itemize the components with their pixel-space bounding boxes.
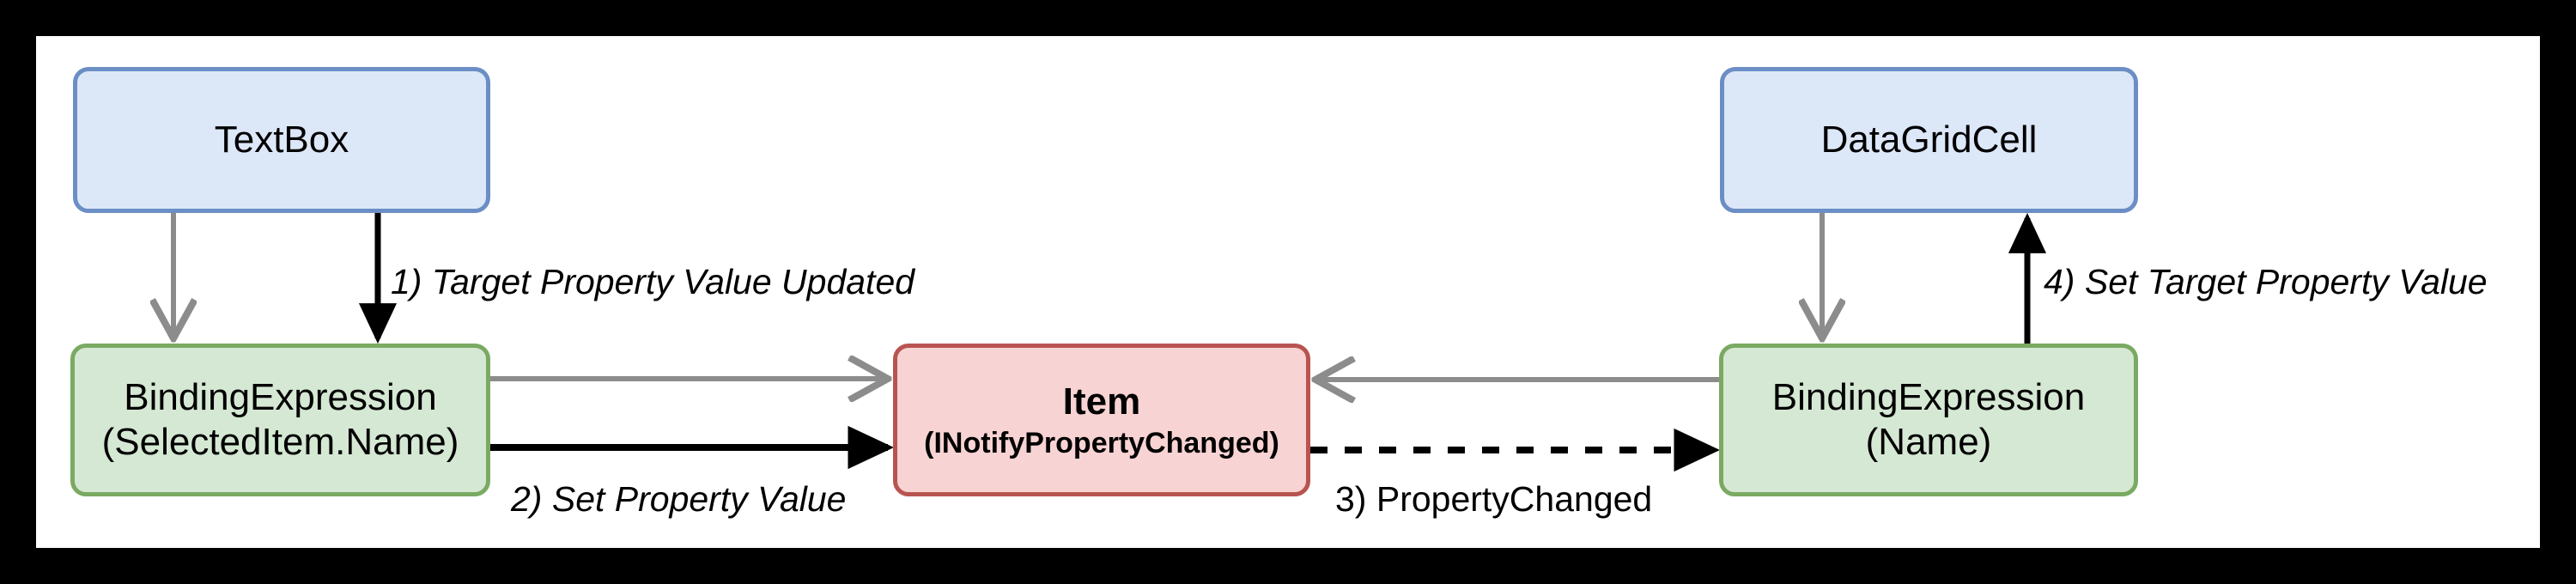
- node-binding-expression-right-label: BindingExpression: [1771, 376, 2086, 419]
- edge-label-step-1: 1) Target Property Value Updated: [391, 262, 915, 301]
- node-textbox-label: TextBox: [214, 119, 349, 161]
- node-binding-expression-right[interactable]: BindingExpression (Name): [1719, 344, 2138, 496]
- diagram-frame: TextBox BindingExpression (SelectedItem.…: [36, 36, 2540, 548]
- node-datagridcell-label: DataGridCell: [1820, 119, 2038, 161]
- node-item-sublabel: (INotifyPropertyChanged): [924, 426, 1279, 459]
- node-textbox[interactable]: TextBox: [73, 67, 490, 213]
- node-item[interactable]: Item (INotifyPropertyChanged): [893, 344, 1310, 496]
- node-item-label: Item: [1062, 380, 1141, 423]
- node-datagridcell[interactable]: DataGridCell: [1720, 67, 2138, 213]
- node-binding-expression-right-sublabel: (Name): [1865, 421, 1992, 463]
- edge-label-step-4: 4) Set Target Property Value: [2044, 262, 2488, 301]
- node-binding-expression-left[interactable]: BindingExpression (SelectedItem.Name): [70, 344, 490, 496]
- edge-label-step-2: 2) Set Property Value: [511, 479, 847, 519]
- node-binding-expression-left-label: BindingExpression: [124, 376, 437, 419]
- edge-label-step-3: 3) PropertyChanged: [1335, 479, 1653, 519]
- node-binding-expression-left-sublabel: (SelectedItem.Name): [101, 421, 459, 463]
